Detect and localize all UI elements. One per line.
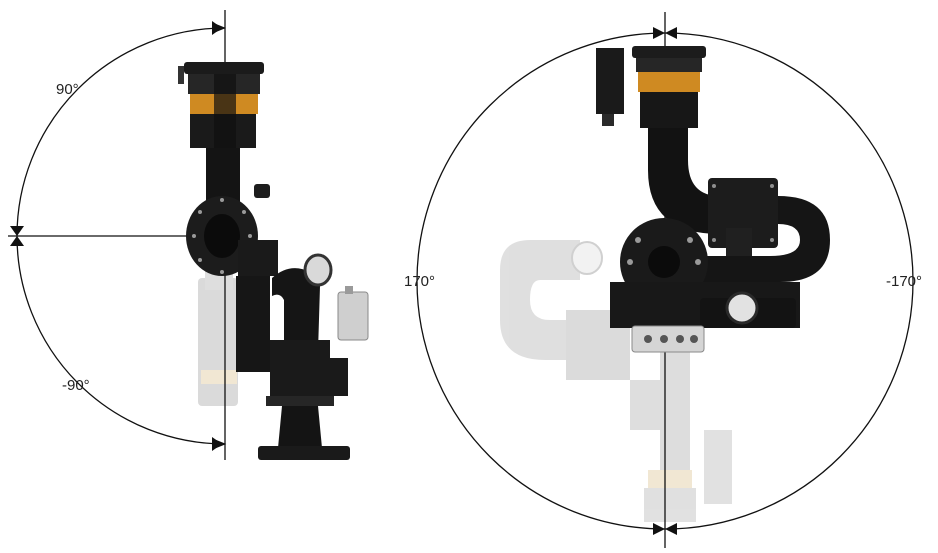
- right-left-angle-label: 170°: [404, 273, 435, 290]
- right-arrow-bottom-left: [653, 523, 665, 535]
- left-view: 90° -90°: [8, 10, 369, 460]
- right-view: 170° -170°: [404, 12, 922, 548]
- left-monitor-body: [178, 62, 369, 460]
- right-arrow-top-left: [653, 27, 665, 39]
- right-ghost-monitor: [500, 240, 732, 522]
- right-monitor-body: [596, 46, 830, 353]
- left-arrow-bottom: [212, 437, 222, 451]
- right-arrow-bottom-right: [665, 523, 677, 535]
- left-upper-angle-label: 90°: [56, 81, 79, 98]
- left-ghost-monitor: [198, 260, 238, 406]
- left-arrow-top: [212, 21, 222, 35]
- left-lower-angle-label: -90°: [62, 377, 90, 394]
- right-arrow-top-right: [665, 27, 677, 39]
- left-arrow-down: [10, 236, 24, 246]
- right-right-angle-label: -170°: [886, 273, 922, 290]
- left-arrow-up: [10, 226, 24, 236]
